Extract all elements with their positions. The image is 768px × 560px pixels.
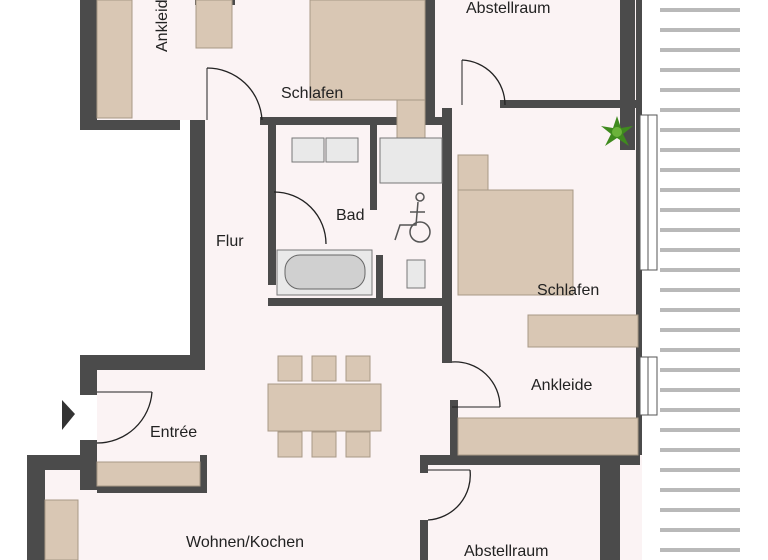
windows xyxy=(639,114,658,416)
furniture xyxy=(44,0,639,560)
cabinet xyxy=(96,461,201,487)
chair xyxy=(345,431,371,458)
balcony-slat xyxy=(660,508,740,512)
room-label-abstellraum-top: Abstellraum xyxy=(466,0,550,17)
plant-icon xyxy=(601,116,633,146)
balcony-slat xyxy=(660,468,740,472)
balcony-slat xyxy=(660,268,740,272)
doors xyxy=(62,59,506,521)
kitchen-counter xyxy=(44,499,79,560)
sink xyxy=(291,137,325,163)
room-label-flur: Flur xyxy=(216,233,244,250)
balcony-slat xyxy=(660,148,740,152)
room-label-bad: Bad xyxy=(336,207,364,224)
chair xyxy=(345,355,371,382)
balcony-slat xyxy=(660,348,740,352)
chair xyxy=(277,355,303,382)
balcony-slat xyxy=(660,128,740,132)
entrance-arrow-icon xyxy=(62,400,75,430)
balcony-slat xyxy=(660,228,740,232)
balcony-slat xyxy=(660,168,740,172)
room-label-schlafen-top: Schlafen xyxy=(281,85,343,102)
balcony-slat xyxy=(660,548,740,552)
shower xyxy=(379,137,443,184)
wardrobe xyxy=(195,0,233,49)
balcony-slat xyxy=(660,328,740,332)
room-label-ankleide-top: Ankleide xyxy=(154,0,171,52)
sink xyxy=(325,137,359,163)
balcony-slat xyxy=(660,188,740,192)
chair xyxy=(311,431,337,458)
balcony-slat xyxy=(660,208,740,212)
balcony-slat xyxy=(660,308,740,312)
balcony-slat xyxy=(660,408,740,412)
balcony-slat xyxy=(660,68,740,72)
balcony-slat xyxy=(660,528,740,532)
balcony-slat xyxy=(660,88,740,92)
bed xyxy=(457,189,574,296)
balcony-slat xyxy=(660,8,740,12)
balcony-slat xyxy=(660,368,740,372)
wheelchair-icon xyxy=(394,192,431,243)
balcony-slat xyxy=(660,288,740,292)
bathroom-fixtures xyxy=(276,137,443,296)
nightstand xyxy=(457,154,489,191)
balcony xyxy=(640,0,740,560)
chair xyxy=(277,431,303,458)
dining-table xyxy=(267,383,382,432)
room-label-schlafen-right: Schlafen xyxy=(537,282,599,299)
balcony-slat xyxy=(660,48,740,52)
room-label-wohnen-kochen: Wohnen/Kochen xyxy=(186,534,304,551)
balcony-slat xyxy=(660,28,740,32)
balcony-slat xyxy=(660,108,740,112)
room-label-abstellraum-bottom: Abstellraum xyxy=(464,543,548,560)
chair xyxy=(311,355,337,382)
walls xyxy=(27,0,642,560)
balcony-slat xyxy=(660,488,740,492)
wardrobe xyxy=(527,314,639,348)
balcony-slat xyxy=(660,248,740,252)
balcony-slat xyxy=(660,448,740,452)
toilet xyxy=(406,259,426,289)
balcony-slat xyxy=(660,388,740,392)
room-label-entree: Entrée xyxy=(150,424,197,441)
nightstand xyxy=(396,99,426,143)
bed xyxy=(309,0,426,101)
balcony-slat xyxy=(660,428,740,432)
room-label-ankleide-right: Ankleide xyxy=(531,377,592,394)
wardrobe xyxy=(457,417,639,456)
wardrobe xyxy=(96,0,133,119)
